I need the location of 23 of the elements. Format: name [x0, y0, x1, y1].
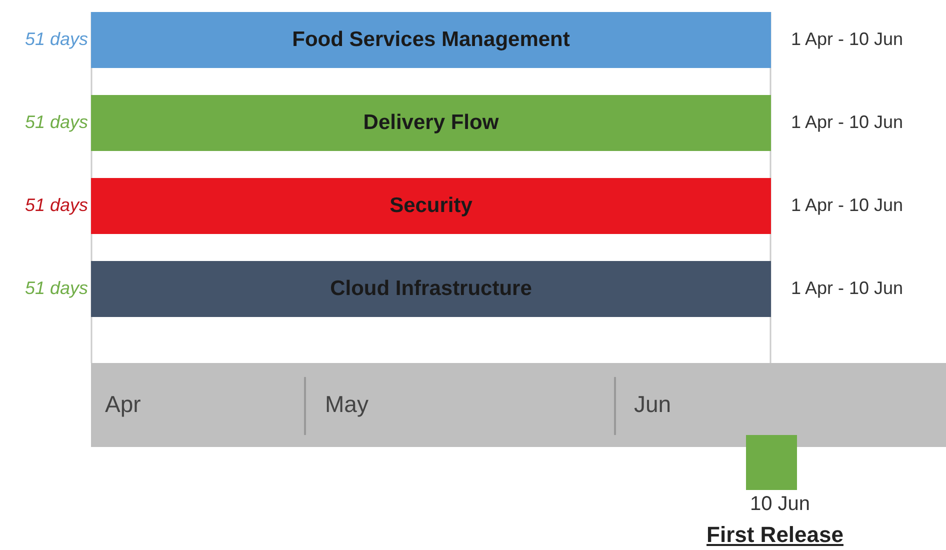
- date-range-label: 1 Apr - 10 Jun: [791, 278, 904, 299]
- duration-label: 51 days: [24, 195, 88, 216]
- task-label: Food Services Management: [292, 28, 570, 52]
- duration-label: 51 days: [24, 278, 88, 299]
- milestone-title: First Release: [706, 522, 844, 548]
- duration-label: 51 days: [24, 112, 88, 133]
- milestone-date: 10 Jun: [748, 493, 812, 516]
- milestone-marker: [746, 435, 797, 490]
- task-label: Cloud Infrastructure: [330, 277, 532, 301]
- task-bar: [91, 261, 771, 317]
- task-bar: [91, 12, 771, 68]
- month-label: Jun: [634, 391, 672, 418]
- timeline-band: [91, 363, 946, 447]
- task-bar: [91, 178, 771, 234]
- task-label: Delivery Flow: [363, 111, 499, 135]
- date-range-label: 1 Apr - 10 Jun: [791, 112, 904, 133]
- date-range-label: 1 Apr - 10 Jun: [791, 195, 904, 216]
- task-label: Security: [390, 194, 472, 218]
- duration-label: 51 days: [24, 29, 88, 50]
- date-range-label: 1 Apr - 10 Jun: [791, 29, 904, 50]
- month-label: Apr: [105, 391, 141, 418]
- month-label: May: [325, 391, 368, 418]
- task-bar: [91, 95, 771, 151]
